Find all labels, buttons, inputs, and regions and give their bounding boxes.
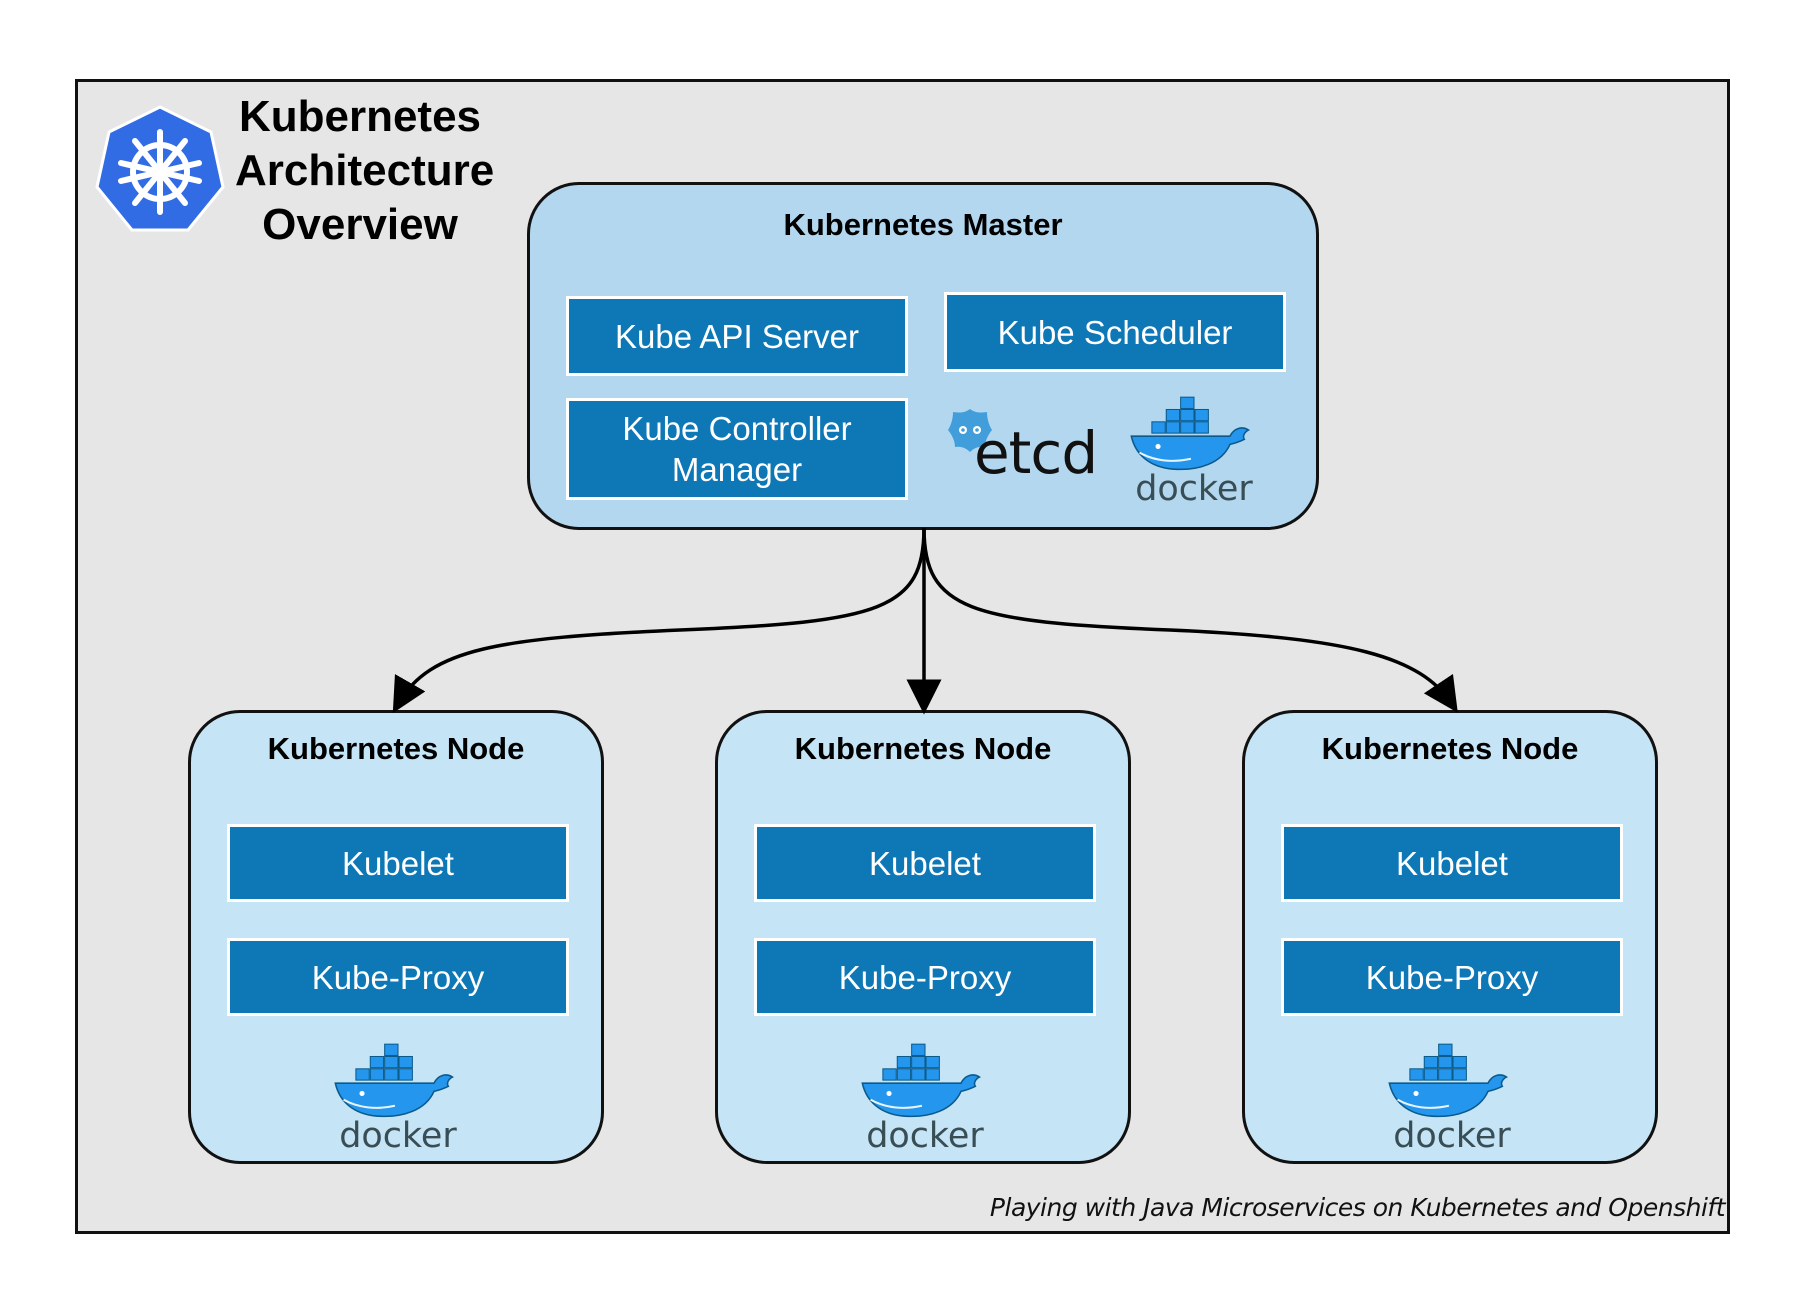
kubernetes-node-box: Kubernetes Node Kubelet Kube-Proxy bbox=[188, 710, 604, 1164]
kube-scheduler-label: Kube Scheduler bbox=[997, 313, 1233, 351]
kubelet-box: Kubelet bbox=[1281, 824, 1623, 902]
node-title: Kubernetes Node bbox=[794, 731, 1052, 766]
title-line-2: Architecture bbox=[235, 146, 495, 195]
kubelet-label: Kubelet bbox=[342, 844, 454, 882]
docker-whale-icon bbox=[1127, 391, 1261, 504]
kube-api-server-box: Kube API Server bbox=[566, 296, 908, 376]
node-title: Kubernetes Node bbox=[267, 731, 525, 766]
kubelet-box: Kubelet bbox=[227, 824, 569, 902]
etcd-label: etcd bbox=[974, 419, 1098, 487]
node-title: Kubernetes Node bbox=[1321, 731, 1579, 766]
master-title: Kubernetes Master bbox=[783, 207, 1063, 242]
footer-caption: Playing with Java Microservices on Kuber… bbox=[989, 1193, 1726, 1222]
kube-controller-manager-label-1: Kube Controller bbox=[622, 410, 852, 447]
title-line-1: Kubernetes bbox=[238, 92, 482, 141]
kubelet-label: Kubelet bbox=[869, 844, 981, 882]
kubernetes-helm-icon bbox=[95, 105, 225, 232]
kube-proxy-box: Kube-Proxy bbox=[1281, 938, 1623, 1016]
kubernetes-node-box: Kubernetes Node Kubelet Kube-Proxy bbox=[715, 710, 1131, 1164]
kube-controller-manager-box: Kube Controller Manager bbox=[566, 398, 908, 500]
kubelet-box: Kubelet bbox=[754, 824, 1096, 902]
kube-controller-manager-label-2: Manager bbox=[671, 451, 803, 488]
kubelet-label: Kubelet bbox=[1396, 844, 1508, 882]
docker-whale-icon bbox=[1385, 1038, 1519, 1151]
kubernetes-master-box: Kubernetes Master Kube API Server Kube S… bbox=[527, 182, 1319, 530]
docker-whale-icon bbox=[331, 1038, 465, 1151]
kube-proxy-box: Kube-Proxy bbox=[754, 938, 1096, 1016]
diagram-title: Kubernetes Architecture Overview bbox=[235, 90, 495, 252]
kube-proxy-label: Kube-Proxy bbox=[1365, 958, 1539, 996]
kubernetes-node-box: Kubernetes Node Kubelet Kube-Proxy bbox=[1242, 710, 1658, 1164]
kube-proxy-box: Kube-Proxy bbox=[227, 938, 569, 1016]
kube-api-server-label: Kube API Server bbox=[615, 317, 859, 355]
etcd-icon bbox=[948, 409, 992, 452]
kube-proxy-label: Kube-Proxy bbox=[838, 958, 1012, 996]
title-line-3: Overview bbox=[262, 200, 458, 249]
kube-scheduler-box: Kube Scheduler bbox=[944, 292, 1286, 372]
kube-proxy-label: Kube-Proxy bbox=[311, 958, 485, 996]
etcd-logo: etcd bbox=[945, 405, 1105, 495]
docker-whale-icon bbox=[858, 1038, 992, 1151]
